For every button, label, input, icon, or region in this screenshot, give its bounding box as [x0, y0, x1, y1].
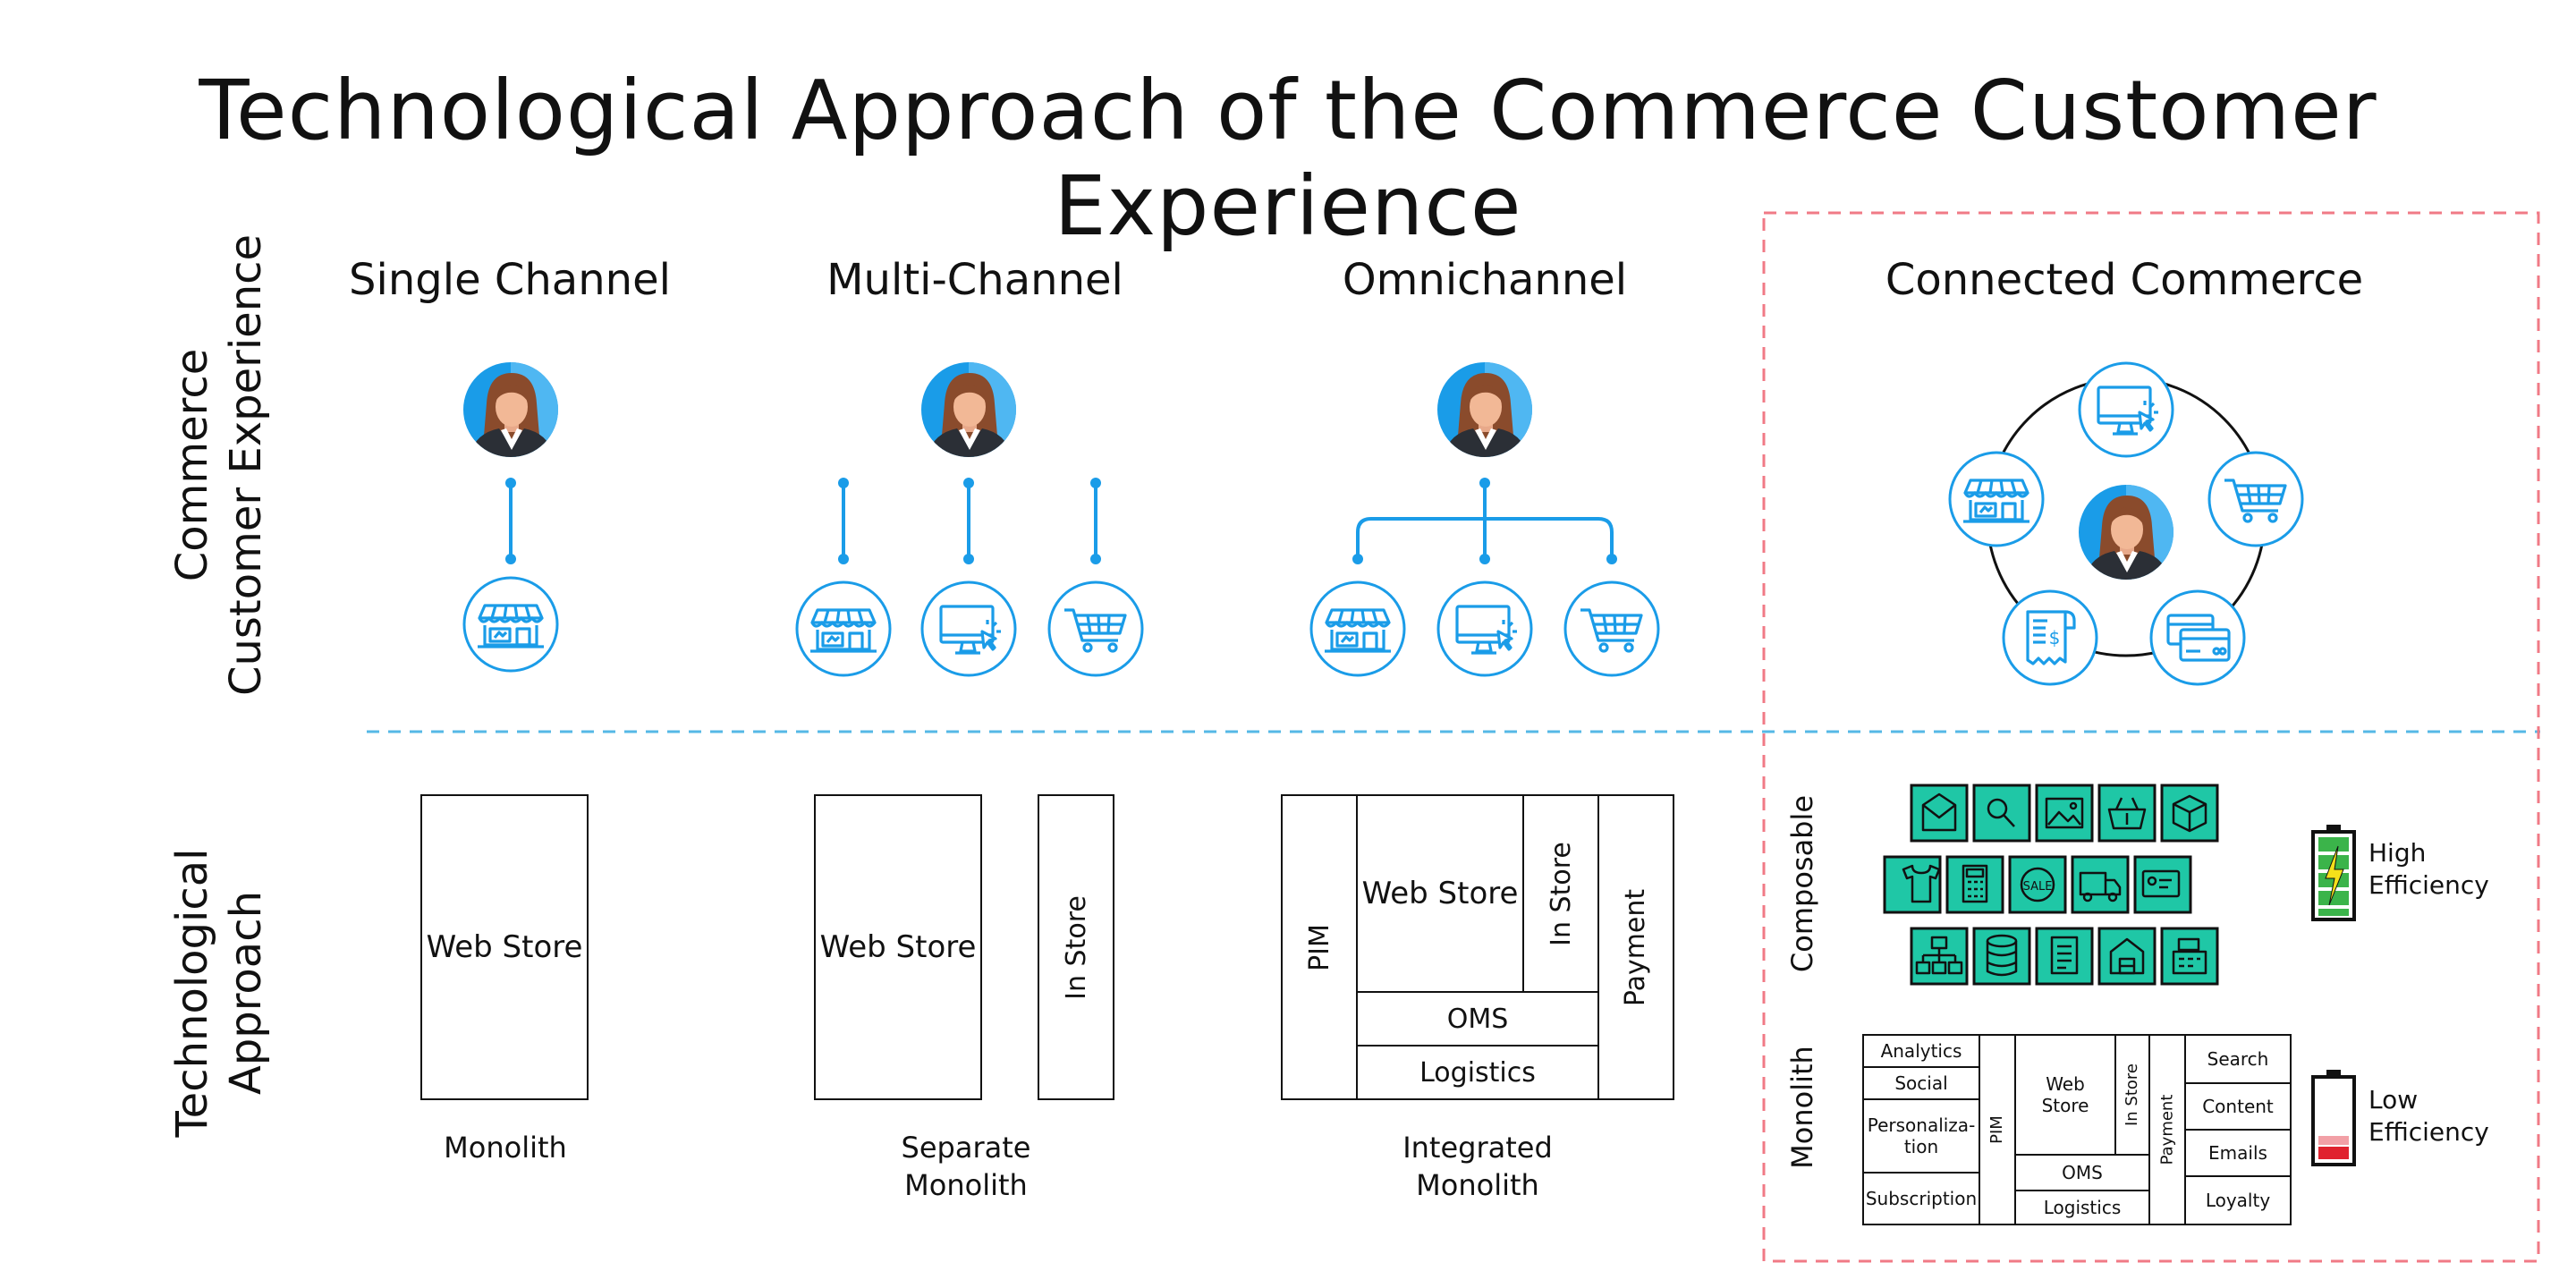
- single-avatar-icon: [463, 360, 560, 461]
- multi-in-store-box: In Store: [1038, 794, 1114, 1100]
- multi-desktop-icon: [920, 580, 1017, 677]
- monolith-content: Content: [2184, 1082, 2292, 1131]
- monolith-analytics: Analytics: [1862, 1034, 1980, 1068]
- connected-store-icon: [1948, 451, 2045, 547]
- connected-highlight-frame: [1762, 211, 2540, 1263]
- multi-in-store: In Store: [1060, 894, 1092, 1000]
- omni-connectors: [1356, 483, 1614, 559]
- connected-desktop-icon: [2078, 361, 2174, 458]
- high-efficiency-label: High Efficiency: [2368, 838, 2489, 900]
- low-efficiency-battery-icon: [2311, 1070, 2356, 1166]
- monolith-emails: Emails: [2184, 1129, 2292, 1177]
- multi-avatar-icon: [921, 360, 1018, 461]
- monolith-logistics: Logistics: [2014, 1190, 2150, 1225]
- column-header-connected: Connected Commerce: [1885, 255, 2364, 305]
- connected-monolith-table: Analytics Social Personaliza-tion Subscr…: [1862, 1034, 2292, 1225]
- multi-connector-dots: [838, 478, 1101, 564]
- single-caption: Monolith: [444, 1131, 567, 1165]
- omni-store-icon: [1309, 580, 1406, 677]
- multi-caption: Separate Monolith: [901, 1131, 1031, 1202]
- monolith-payment: Payment: [2157, 1094, 2176, 1165]
- omni-integrated-monolith: PIM Web Store In Store OMS Logistics Pay…: [1281, 794, 1674, 1100]
- omni-connector-dots: [1352, 478, 1617, 564]
- omni-oms: OMS: [1356, 991, 1599, 1046]
- column-header-omni: Omnichannel: [1342, 255, 1628, 305]
- connector-dot: [505, 478, 516, 488]
- omni-web-store: Web Store: [1356, 794, 1524, 993]
- omni-payment: Payment: [1620, 888, 1652, 1006]
- omni-logistics: Logistics: [1356, 1045, 1599, 1100]
- single-store-icon: [462, 576, 559, 673]
- omni-desktop-icon: [1436, 580, 1533, 677]
- high-efficiency-battery-icon: [2311, 825, 2356, 921]
- multi-cart-icon: [1047, 580, 1144, 677]
- composable-tiles: SALE: [1883, 784, 2219, 986]
- monolith-oms: OMS: [2014, 1154, 2150, 1191]
- monolith-in-store: In Store: [2123, 1063, 2142, 1127]
- page-title: Technological Approach of the Commerce C…: [199, 63, 2377, 254]
- multi-web-store-box: Web Store: [814, 794, 982, 1100]
- connected-avatar-icon: [2079, 483, 2175, 583]
- low-efficiency-label: Low Efficiency: [2368, 1085, 2489, 1147]
- connected-cart-icon: [2207, 451, 2304, 547]
- monolith-pim: PIM: [1987, 1115, 2006, 1144]
- omni-in-store: In Store: [1545, 841, 1577, 946]
- multi-web-store: Web Store: [816, 796, 980, 1098]
- monolith-personalization: Personaliza-tion: [1862, 1098, 1980, 1174]
- connector-dot: [505, 554, 516, 564]
- monolith-web-store: Web Store: [2014, 1034, 2116, 1156]
- connected-card-icon: [2149, 589, 2246, 686]
- column-header-multi: Multi-Channel: [826, 255, 1123, 305]
- monolith-search: Search: [2184, 1034, 2292, 1084]
- single-monolith-box: Web Store: [420, 794, 589, 1100]
- multi-store-icon: [795, 580, 892, 677]
- multi-connectors: [842, 483, 1097, 559]
- monolith-loyalty: Loyalty: [2184, 1175, 2292, 1225]
- sale-icon-glyph: SALE: [2023, 880, 2053, 894]
- single-web-store: Web Store: [422, 796, 587, 1098]
- omni-pim: PIM: [1303, 923, 1335, 971]
- composable-label: Composable: [1785, 794, 1819, 973]
- monolith-subscription: Subscription: [1862, 1172, 1980, 1225]
- monolith-social: Social: [1862, 1066, 1980, 1100]
- monolith-label: Monolith: [1785, 1046, 1819, 1169]
- omni-avatar-icon: [1437, 360, 1534, 461]
- omni-caption: Integrated Monolith: [1402, 1131, 1553, 1202]
- column-header-single: Single Channel: [349, 255, 671, 305]
- connected-receipt-icon: [2002, 589, 2098, 686]
- omni-cart-icon: [1563, 580, 1660, 677]
